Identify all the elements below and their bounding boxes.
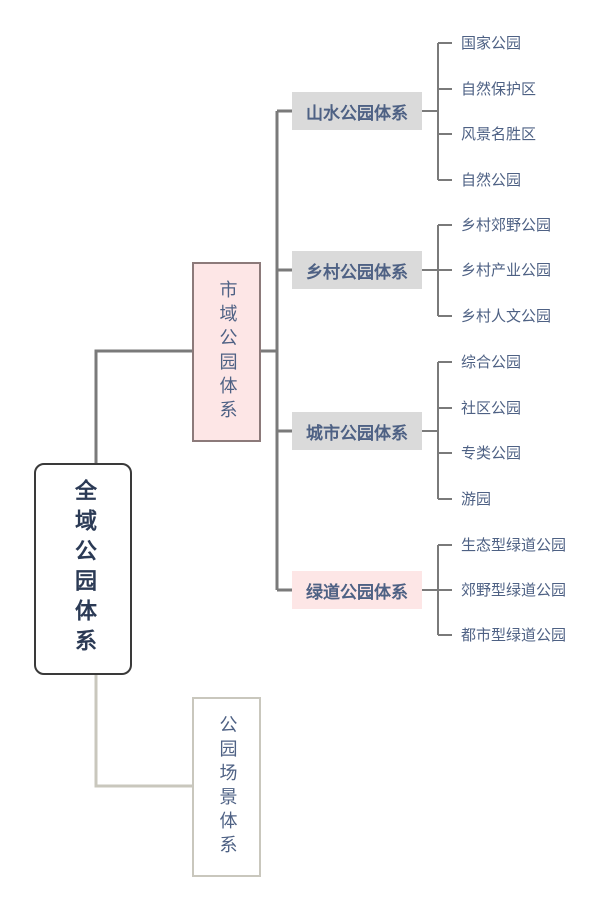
city-park-system-node: 市域公园体系 bbox=[192, 262, 261, 442]
system-label: 城市公园体系 bbox=[306, 423, 408, 444]
leaf-item: 社区公园 bbox=[461, 399, 522, 417]
root-label: 全域公园体系 bbox=[71, 479, 96, 659]
leaf-item: 自然公园 bbox=[461, 171, 522, 189]
system-node-greenway: 绿道公园体系 bbox=[292, 571, 422, 609]
system-label: 乡村公园体系 bbox=[306, 262, 408, 283]
leaf-item: 国家公园 bbox=[461, 34, 522, 52]
leaf-item: 综合公园 bbox=[461, 353, 522, 371]
leaf-item: 游园 bbox=[461, 490, 492, 508]
leaf-item: 专类公园 bbox=[461, 444, 522, 462]
leaf-item: 乡村郊野公园 bbox=[461, 216, 552, 234]
leaf-item: 自然保护区 bbox=[461, 80, 537, 98]
system-node-rural: 乡村公园体系 bbox=[292, 251, 422, 289]
leaf-item: 都市型绿道公园 bbox=[461, 626, 567, 644]
root-node: 全域公园体系 bbox=[34, 463, 132, 675]
leaf-item: 风景名胜区 bbox=[461, 125, 537, 143]
city-park-system-label: 市域公园体系 bbox=[216, 280, 238, 424]
park-scene-system-label: 公园场景体系 bbox=[216, 715, 238, 859]
system-label: 绿道公园体系 bbox=[306, 582, 408, 603]
system-label: 山水公园体系 bbox=[306, 103, 408, 124]
leaf-item: 郊野型绿道公园 bbox=[461, 581, 567, 599]
leaf-item: 乡村人文公园 bbox=[461, 307, 552, 325]
system-node-urban: 城市公园体系 bbox=[292, 412, 422, 450]
leaf-item: 生态型绿道公园 bbox=[461, 536, 567, 554]
park-scene-system-node: 公园场景体系 bbox=[192, 697, 261, 877]
leaf-item: 乡村产业公园 bbox=[461, 261, 552, 279]
system-node-landscape: 山水公园体系 bbox=[292, 92, 422, 130]
